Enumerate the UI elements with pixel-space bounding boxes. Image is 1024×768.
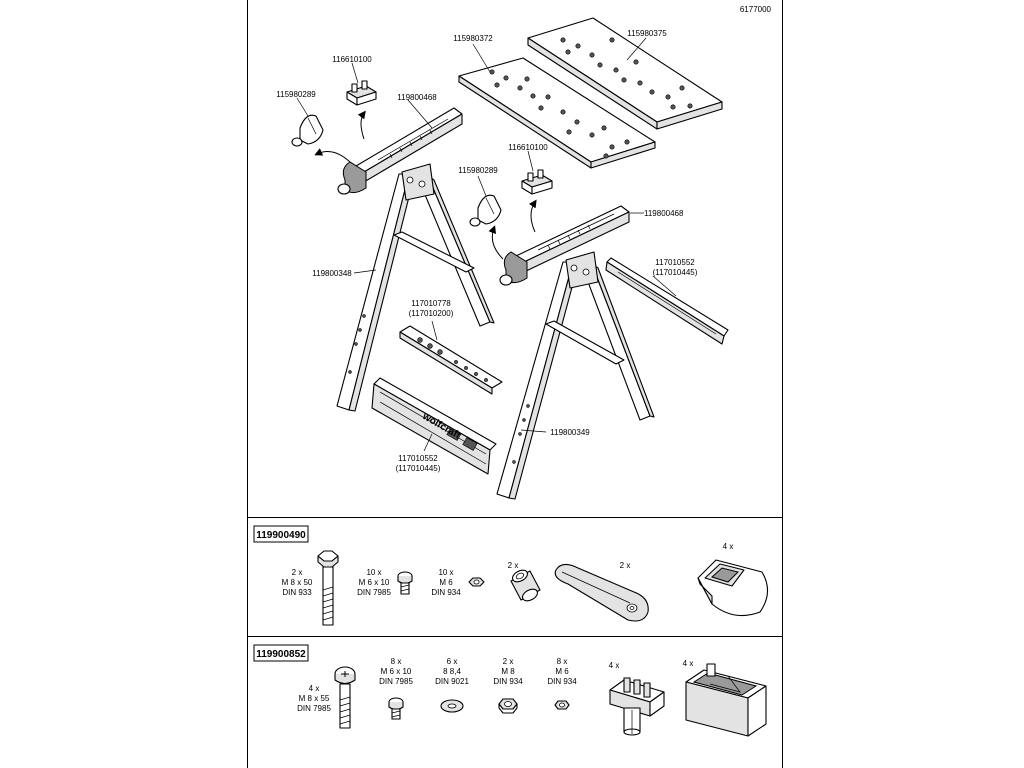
kit1-item3-spec1: M 6 [439, 578, 453, 587]
hex-nut-icon [498, 698, 518, 714]
document-number: 6177000 [740, 5, 772, 14]
kit2-item1-qty: 4 x [309, 684, 320, 693]
section-divider-kit2 [247, 636, 782, 637]
label-knob-mid: 115980289 [458, 166, 498, 175]
kit2-item5-spec2: DIN 934 [547, 677, 577, 686]
label-clamp-mid: 116610100 [508, 143, 548, 152]
label-board-right: 115980375 [627, 29, 667, 38]
kit1-id-box [253, 525, 309, 543]
label-crossbar-left-2: (117010445) [396, 464, 441, 473]
kit1-id: 119900490 [256, 530, 306, 541]
label-crossbar-right-1: 117010552 [655, 258, 695, 267]
kit2-item1-spec1: M 8 x 55 [299, 694, 330, 703]
kit1-item1-spec1: M 8 x 50 [282, 578, 313, 587]
label-leg-left: 119800348 [312, 269, 352, 278]
knob-mid [469, 194, 502, 227]
clamp-mid [521, 169, 553, 195]
label-slat-2: (117010200) [409, 309, 454, 318]
washer-icon [440, 699, 464, 713]
crossbar-right [605, 257, 729, 345]
kit1-item6-qty: 4 x [723, 542, 734, 551]
kit1-item2-qty: 10 x [366, 568, 381, 577]
hex-bolt-icon [317, 550, 339, 626]
label-rail-mid: 119800468 [644, 209, 684, 218]
kit2-item5-spec1: M 6 [555, 667, 569, 676]
label-rail-top: 119800468 [397, 93, 437, 102]
kit2-item6-qty: 4 x [609, 661, 620, 670]
board-left [458, 57, 656, 169]
drawing-sheet [247, 0, 783, 768]
knob-top [291, 114, 324, 147]
kit1-item4-qty: 2 x [508, 561, 519, 570]
label-knob-top: 115980289 [276, 90, 316, 99]
label-clamp-top: 116610100 [332, 55, 372, 64]
kit1-item1-spec2: DIN 933 [282, 588, 312, 597]
label-crossbar-right-2: (117010445) [653, 268, 698, 277]
kit1-item2-spec1: M 6 x 10 [359, 578, 390, 587]
kit2-item3-spec2: DIN 9021 [435, 677, 469, 686]
leg-right-frame [496, 251, 655, 500]
board-right [527, 17, 723, 130]
kit2-section: 119900852 4 x M 8 x 55 DIN 7985 8 x M 6 … [253, 644, 767, 737]
insert-clip-icon [609, 677, 665, 736]
rail-mid [499, 205, 630, 286]
kit1-section: 119900490 2 x M 8 x 50 DIN 933 10 x M 6 … [253, 525, 769, 626]
hex-nut-icon [554, 700, 570, 710]
kit2-item4-spec1: M 8 [501, 667, 515, 676]
kit2-id-box [253, 644, 309, 662]
kit2-item5-qty: 8 x [557, 657, 568, 666]
kit1-item3-spec2: DIN 934 [431, 588, 461, 597]
label-crossbar-left-1: 117010552 [398, 454, 438, 463]
foot-cap-icon [697, 559, 769, 617]
label-slat-1: 117010778 [411, 299, 451, 308]
slat-part [399, 325, 503, 395]
part-labels: 115980372 115980375 116610100 116610100 … [276, 29, 697, 473]
kit1-item1-qty: 2 x [292, 568, 303, 577]
long-screw-icon [334, 666, 356, 729]
small-screw-icon [397, 571, 413, 595]
hex-nut-icon [468, 577, 485, 587]
kit2-item3-qty: 6 x [447, 657, 458, 666]
kit2-item2-qty: 8 x [391, 657, 402, 666]
crossbar-left [371, 377, 497, 475]
rect-foot-cap-icon [685, 663, 767, 737]
kit1-item5-qty: 2 x [620, 561, 631, 570]
kit2-item4-qty: 2 x [503, 657, 514, 666]
rail-top [337, 107, 463, 195]
kit2-item1-spec2: DIN 7985 [297, 704, 331, 713]
kit1-item3-qty: 10 x [438, 568, 453, 577]
clamp-top [346, 80, 377, 106]
kit2-item2-spec2: DIN 7985 [379, 677, 413, 686]
label-leg-right: 119800349 [550, 428, 590, 437]
section-divider-kit1 [247, 517, 782, 518]
kit2-id: 119900852 [256, 649, 306, 660]
leg-left-frame [336, 163, 495, 412]
kit1-item2-spec2: DIN 7985 [357, 588, 391, 597]
kit2-item2-spec1: M 6 x 10 [381, 667, 412, 676]
label-board-left: 115980372 [453, 34, 493, 43]
kit2-item7-qty: 4 x [683, 659, 694, 668]
small-screw-icon [388, 697, 404, 720]
spacer-sleeve-icon [510, 569, 541, 602]
kit2-item4-spec2: DIN 934 [493, 677, 523, 686]
kit2-item3-spec1: 8 8,4 [443, 667, 461, 676]
handle-lever-icon [554, 563, 649, 622]
